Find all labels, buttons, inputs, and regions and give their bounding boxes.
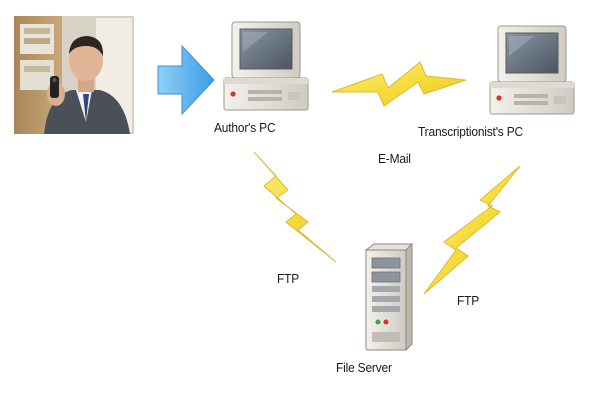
email-link-label: E-Mail: [378, 151, 411, 166]
server-tower-icon: [364, 242, 414, 352]
lightning-ftp-right-icon: [423, 165, 521, 295]
ftp-right-link-label: FTP: [457, 293, 480, 308]
authors-pc-icon: [223, 21, 309, 111]
transcriptionists-pc-icon: [489, 25, 575, 115]
file-server-label: File Server: [336, 360, 392, 375]
authors-pc-label: Author's PC: [214, 120, 276, 135]
man-dictating-photo: [14, 16, 134, 134]
lightning-email-icon: [331, 61, 467, 107]
lightning-ftp-left-icon: [253, 151, 337, 263]
arrow-icon: [157, 44, 215, 116]
ftp-left-link-label: FTP: [277, 271, 300, 286]
transcriptionists-pc-label: Transcriptionist's PC: [418, 124, 523, 139]
